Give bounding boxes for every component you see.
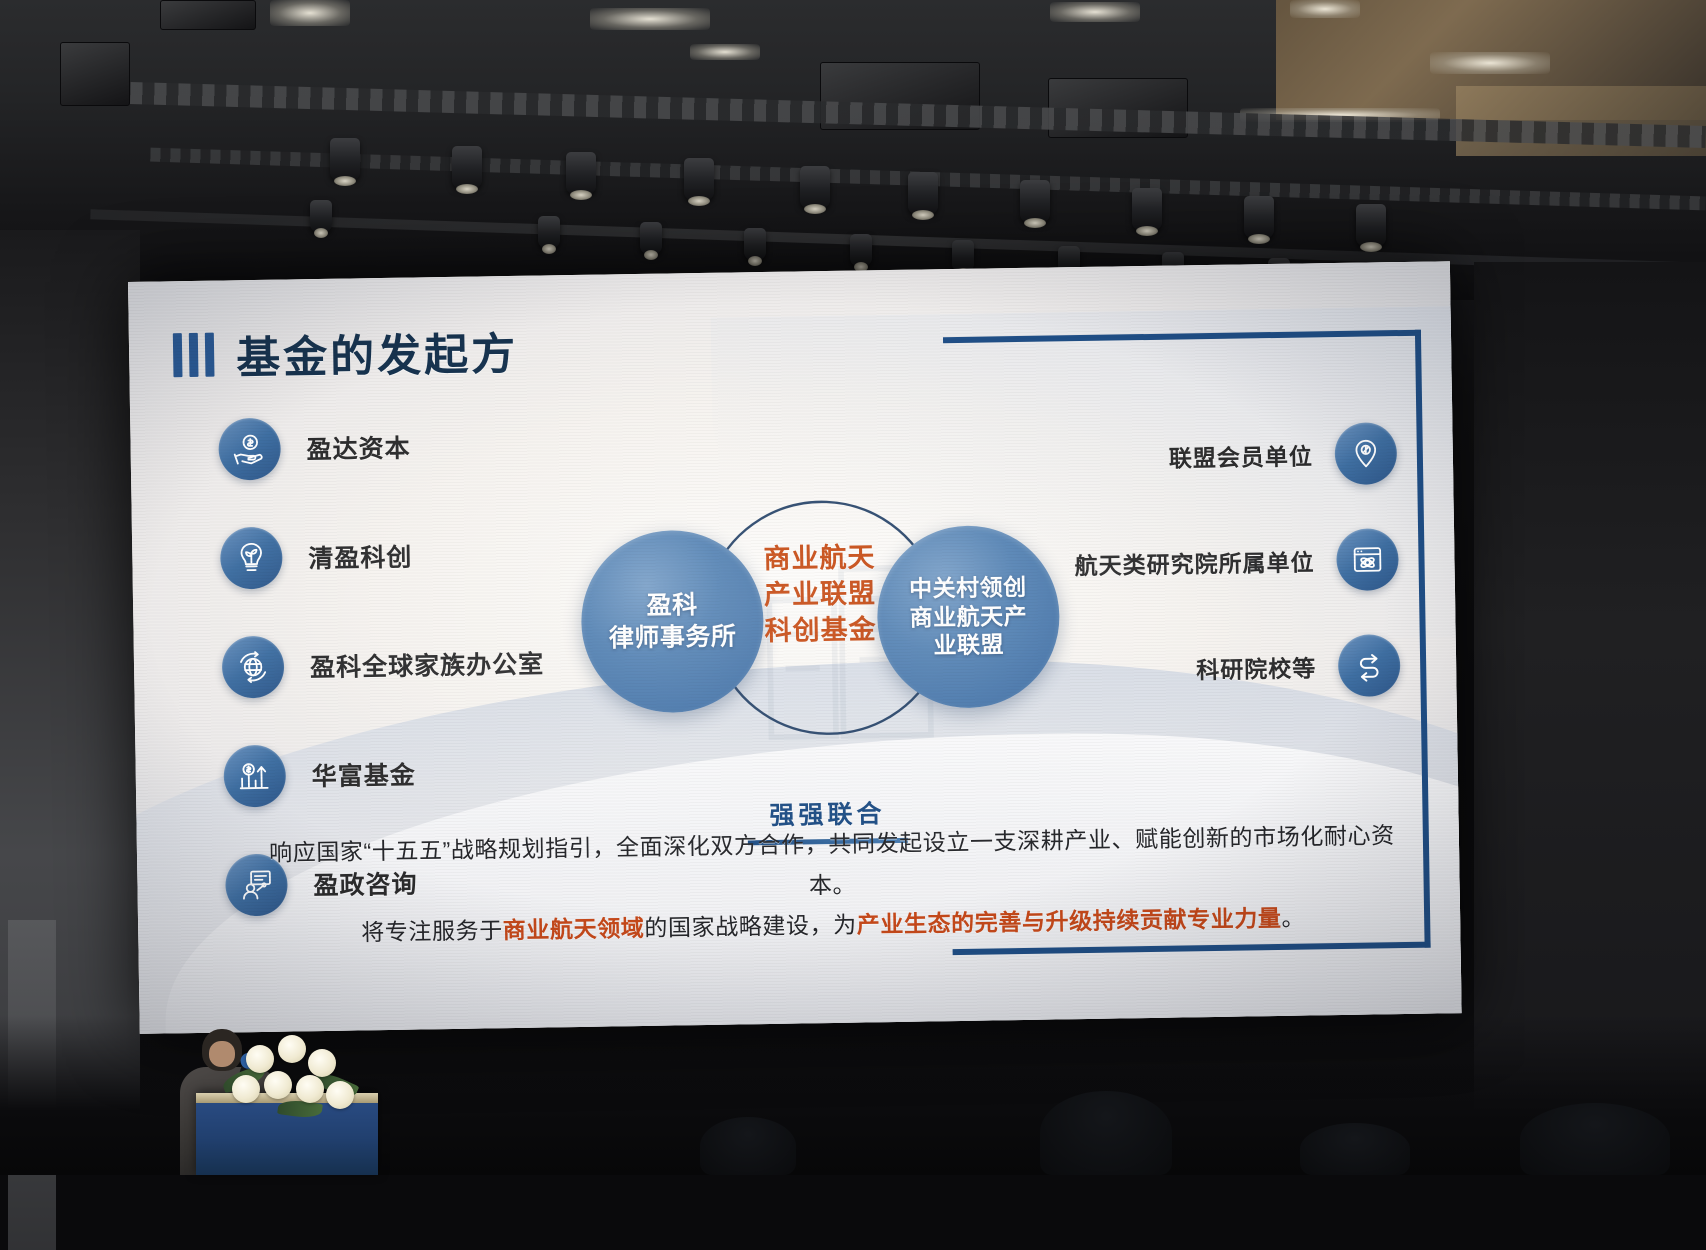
list-item[interactable]: 航天类研究院所属单位 [1074, 528, 1399, 595]
partner-circle-right-text: 中关村领创 商业航天产 业联盟 [908, 573, 1028, 659]
list-item-label: 联盟会员单位 [1168, 443, 1314, 472]
stage-light [908, 172, 938, 220]
stage-light [800, 166, 830, 214]
audience-head [1520, 1103, 1670, 1175]
stage-light [452, 146, 482, 194]
audience-head [700, 1117, 796, 1175]
footnote-highlight: 产业生态的完善与升级持续贡献专业力量 [856, 904, 1282, 938]
list-item[interactable]: 联盟会员单位 [1168, 422, 1398, 488]
ceiling-light-panel [1290, 0, 1360, 18]
exchange-arrows-icon [1337, 634, 1401, 698]
stage-light [566, 152, 596, 200]
partner-circle-right[interactable]: 中关村领创 商业航天产 业联盟 [875, 524, 1061, 710]
stage-light [538, 216, 560, 254]
screen-frame: 基金的发起方 盈达资本 [128, 261, 1462, 1034]
footnote-highlight: 商业航天领域 [502, 914, 645, 943]
list-item-label: 科研院校等 [1196, 655, 1317, 684]
slide-footnote: 响应国家“十五五”战略规划指引，全面深化双方合作，共同发起设立一支深耕产业、赋能… [257, 815, 1409, 954]
stage-light [744, 228, 766, 266]
list-item-label: 清盈科创 [308, 543, 413, 574]
list-item-label: 航天类研究院所属单位 [1074, 549, 1315, 580]
footnote-text: 将专注服务于 [361, 916, 504, 946]
center-diagram: 盈科 律师事务所 商业航天 产业联盟 科创基金 中关村领创 商业航天产 业联盟 [560, 419, 1087, 907]
list-item-label: 盈科全球家族办公室 [309, 650, 545, 683]
list-item[interactable]: 清盈科创 [219, 523, 543, 590]
slide-title-text: 基金的发起方 [235, 329, 519, 384]
hanging-speaker [160, 0, 256, 30]
location-pin-icon [1334, 422, 1398, 486]
fund-name-text: 商业航天 产业联盟 科创基金 [763, 542, 877, 646]
flower [246, 1045, 274, 1073]
stage-light [1020, 180, 1050, 228]
flower [232, 1075, 260, 1103]
lightbulb-sprout-icon [219, 526, 283, 590]
list-item[interactable]: 盈科全球家族办公室 [221, 632, 545, 699]
flower [296, 1075, 324, 1103]
members-right-list: 联盟会员单位 航天类研究院所属单位 [1072, 422, 1401, 701]
flower-arrangement [220, 1027, 372, 1123]
footnote-text: 的国家战略建设，为 [644, 911, 857, 941]
atom-window-icon [1336, 528, 1399, 592]
flower [264, 1071, 292, 1099]
ceiling-light-panel [270, 0, 350, 26]
stage-light [640, 222, 662, 260]
hanging-speaker [60, 42, 130, 106]
globe-arrows-icon [221, 635, 285, 699]
flower [326, 1081, 354, 1109]
partner-circle-left-text: 盈科 律师事务所 [608, 590, 737, 653]
list-item-label: 华富基金 [311, 761, 417, 792]
stage-light [1132, 188, 1162, 236]
list-item[interactable]: 盈达资本 [218, 414, 541, 481]
presentation-slide: 基金的发起方 盈达资本 [128, 261, 1462, 1034]
flower [308, 1049, 336, 1077]
list-item[interactable]: 科研院校等 [1196, 634, 1401, 699]
footnote-text: 。 [1281, 904, 1306, 931]
title-bars-icon [172, 332, 215, 378]
stage-light [310, 200, 332, 238]
ceiling-light-panel [690, 44, 760, 60]
stage-light [1244, 196, 1274, 244]
stage-light [684, 158, 714, 206]
list-item-label: 盈达资本 [306, 434, 411, 465]
stage-light [952, 240, 974, 278]
ceiling-light-panel [590, 8, 710, 30]
bar-chart-dollar-icon [223, 744, 287, 808]
audience-head [1040, 1091, 1172, 1175]
ceiling-light-panel [1430, 52, 1550, 74]
list-item[interactable]: 华富基金 [223, 741, 546, 808]
stage-light [1356, 204, 1386, 252]
page-title: 基金的发起方 [172, 318, 519, 387]
ceiling-light-panel [1050, 2, 1140, 22]
presentation-person-icon [225, 853, 288, 917]
stage-light [330, 138, 360, 186]
hand-coin-icon [218, 417, 282, 481]
stage-light [850, 234, 872, 272]
founders-left-list: 盈达资本 清盈科创 [218, 414, 548, 917]
list-item[interactable]: 盈政咨询 [225, 849, 548, 917]
speaker-face [209, 1041, 235, 1067]
projection-screen: 基金的发起方 盈达资本 [128, 261, 1462, 1034]
flower [278, 1035, 306, 1063]
audience-head [1300, 1123, 1410, 1175]
